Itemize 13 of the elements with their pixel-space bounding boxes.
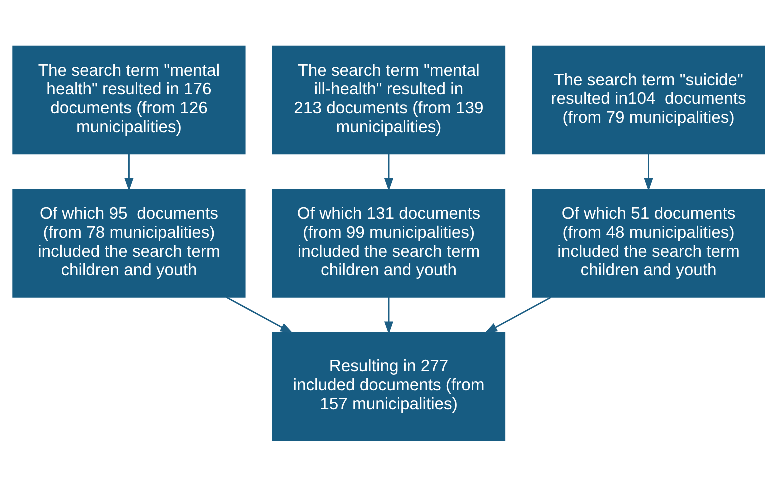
node-box: Resulting in 277 included documents (from 157 municipalities) [272, 332, 506, 442]
arrow [384, 154, 394, 192]
node-box: Of which 51 documents (from 48 municipalities) included the search term children and youth [532, 189, 766, 298]
node-box: The search term "suicide" resulted in104 documents (from 79 municipalities) [532, 46, 766, 155]
node-box: Of which 131 documents (from 99 municipalities) included the search term children and youth [272, 189, 506, 298]
node-box: Of which 95 documents (from 78 municipalities) included the search term children and youth [12, 189, 246, 298]
arrow [644, 154, 654, 192]
node-box: The search term "mental ill-health" resulted in 213 documents (from 139 municipalities) [272, 46, 506, 155]
node-box: The search term "mental health" resulted in 176 documents (from 126 municipalities) [12, 46, 246, 155]
arrow [384, 298, 394, 335]
arrow [226, 296, 294, 334]
arrow [124, 154, 134, 192]
arrow [484, 296, 552, 334]
